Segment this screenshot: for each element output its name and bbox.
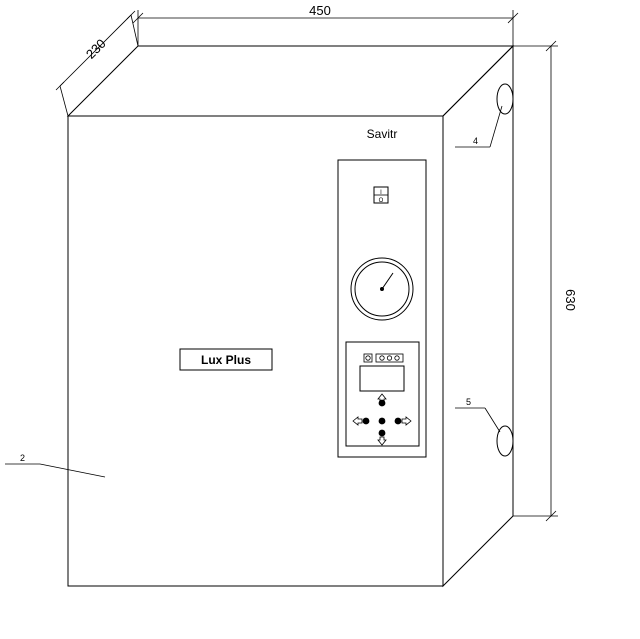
height-dimension: 630 bbox=[513, 40, 578, 522]
model-nameplate: Lux Plus bbox=[179, 348, 273, 371]
arrow-right-icon bbox=[401, 416, 412, 426]
pressure-gauge-icon bbox=[350, 257, 414, 321]
model-label: Lux Plus bbox=[201, 353, 251, 367]
controller-keypad bbox=[352, 393, 412, 446]
switch-on-symbol: I bbox=[380, 190, 382, 196]
callout-5: 5 bbox=[455, 397, 501, 433]
key-center[interactable] bbox=[378, 417, 386, 425]
key-right[interactable] bbox=[394, 417, 402, 425]
side-port-top bbox=[496, 83, 514, 115]
controller-module bbox=[345, 341, 420, 447]
power-switch-icon[interactable]: I O bbox=[373, 186, 389, 204]
cabinet-top-face bbox=[66, 45, 515, 117]
control-panel: I O bbox=[337, 159, 427, 458]
callout-2-label: 2 bbox=[20, 453, 25, 463]
width-dimension: 450 bbox=[132, 3, 519, 46]
cabinet bbox=[66, 44, 515, 588]
depth-dimension: 230 bbox=[55, 10, 139, 117]
cabinet-front-face bbox=[67, 115, 444, 587]
cabinet-side-face bbox=[442, 44, 514, 588]
key-down[interactable] bbox=[378, 429, 386, 437]
side-port-bottom bbox=[496, 425, 514, 457]
controller-display bbox=[359, 365, 405, 392]
indicator-single bbox=[363, 353, 373, 363]
callout-4: 4 bbox=[455, 105, 503, 148]
brand-label: Savitr bbox=[367, 127, 398, 141]
switch-off-symbol: O bbox=[379, 198, 384, 204]
arrow-up-icon bbox=[377, 393, 387, 403]
indicator-triple bbox=[375, 353, 404, 363]
control-panel-frame bbox=[337, 159, 427, 458]
width-label: 450 bbox=[309, 3, 331, 18]
arrow-down-icon bbox=[377, 436, 387, 446]
key-left[interactable] bbox=[362, 417, 370, 425]
arrow-left-icon bbox=[352, 416, 363, 426]
callout-5-label: 5 bbox=[466, 397, 471, 407]
height-label: 630 bbox=[563, 289, 578, 311]
callout-4-label: 4 bbox=[473, 136, 478, 146]
depth-label: 230 bbox=[83, 36, 109, 62]
callout-2: 2 bbox=[5, 453, 106, 478]
